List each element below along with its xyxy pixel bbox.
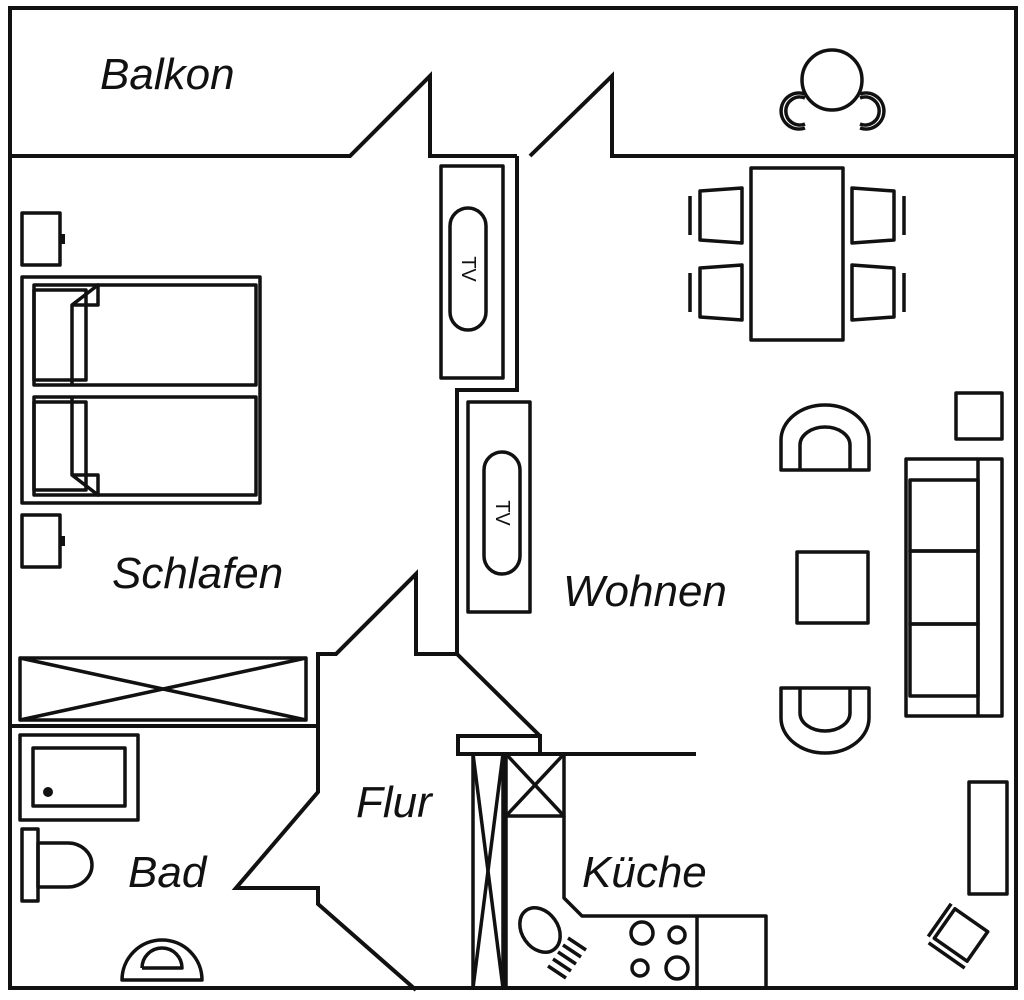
kitchen-fixtures — [471, 752, 768, 990]
balcony-table-set — [779, 48, 886, 131]
wardrobe-cross-b — [19, 656, 307, 722]
toilet-tank — [20, 827, 40, 903]
kitchen-wall — [456, 736, 696, 756]
counter-left — [504, 816, 564, 990]
sofa — [904, 457, 1004, 718]
tv-living — [482, 450, 522, 576]
sofa-cushion-1 — [908, 478, 980, 553]
dining-chair-left-top — [688, 186, 744, 245]
kitchen-wall-cap — [456, 734, 542, 756]
fridge — [504, 752, 566, 818]
stove-burner-3 — [630, 958, 650, 978]
tv-bedroom-label: TV — [457, 256, 479, 282]
dining-chair-left-bottom — [688, 263, 744, 322]
sideboard — [967, 780, 1009, 896]
kitchen-sink — [518, 906, 562, 954]
bath-hall-wall — [231, 726, 418, 992]
nightstand-top — [20, 211, 62, 267]
tall-cabinet-cross-b — [471, 753, 505, 989]
tv-cabinets: TV TV — [439, 164, 532, 614]
tv-cabinet-living — [466, 400, 532, 614]
walls — [8, 6, 1018, 992]
stove-burner-1 — [629, 920, 655, 946]
side-table — [954, 391, 1004, 441]
tv-bedroom — [448, 206, 488, 332]
tall-cabinet — [471, 752, 505, 990]
pillow-bottom — [32, 400, 88, 492]
washbasin — [120, 938, 204, 982]
balcony-chair-right — [859, 91, 886, 131]
tv-cabinet-bedroom — [439, 164, 505, 380]
stove-burner-4 — [664, 955, 690, 981]
armchair-top — [779, 403, 871, 472]
pillow-top — [32, 288, 88, 382]
balcony-wall-left — [10, 71, 517, 158]
blanket-fold-bottom — [70, 397, 100, 497]
bedroom-furniture — [18, 211, 308, 722]
bathtub-drain — [43, 787, 53, 797]
counter-front — [562, 816, 768, 990]
stove-burner-2 — [667, 925, 687, 945]
bathtub-basin — [31, 746, 127, 808]
round-table — [800, 48, 864, 112]
coffee-table — [795, 550, 870, 625]
nightstand-bottom — [20, 513, 62, 569]
balcony-wall-right — [528, 71, 1016, 158]
armchair-bottom — [779, 686, 871, 755]
bed-mattress-top — [32, 283, 258, 387]
dining-chair-right-bottom — [850, 263, 906, 322]
bathtub — [18, 733, 140, 822]
bathroom-fixtures — [18, 733, 204, 982]
balcony-chair-left — [779, 91, 806, 131]
sofa-cushion-3 — [908, 622, 980, 698]
room-label-bedroom: Schlafen — [112, 549, 283, 598]
toilet-bowl — [36, 841, 94, 889]
dining-table — [749, 166, 845, 342]
room-label-balcony: Balkon — [100, 50, 235, 99]
fridge-cross-b — [504, 752, 566, 818]
blanket-fold-top — [70, 283, 100, 385]
nightstand-top-knob — [60, 234, 65, 244]
double-bed-frame — [20, 275, 262, 505]
room-label-bathroom: Bad — [128, 848, 208, 897]
bedroom-living-wall — [455, 156, 519, 655]
stove — [629, 920, 690, 981]
dish-rack — [547, 936, 587, 980]
room-label-living: Wohnen — [563, 567, 727, 616]
bedroom-hall-wall — [12, 569, 542, 738]
room-label-kitchen: Küche — [582, 848, 707, 897]
corner-armchair — [926, 902, 990, 970]
living-furniture — [688, 166, 1009, 970]
bed-mattress-bottom — [32, 395, 258, 497]
sofa-cushion-2 — [908, 549, 980, 626]
dining-chair-right-top — [850, 186, 906, 245]
nightstand-bottom-knob — [60, 536, 65, 546]
room-label-hallway: Flur — [356, 778, 434, 827]
wardrobe — [18, 656, 308, 722]
tv-living-label: TV — [491, 500, 513, 526]
